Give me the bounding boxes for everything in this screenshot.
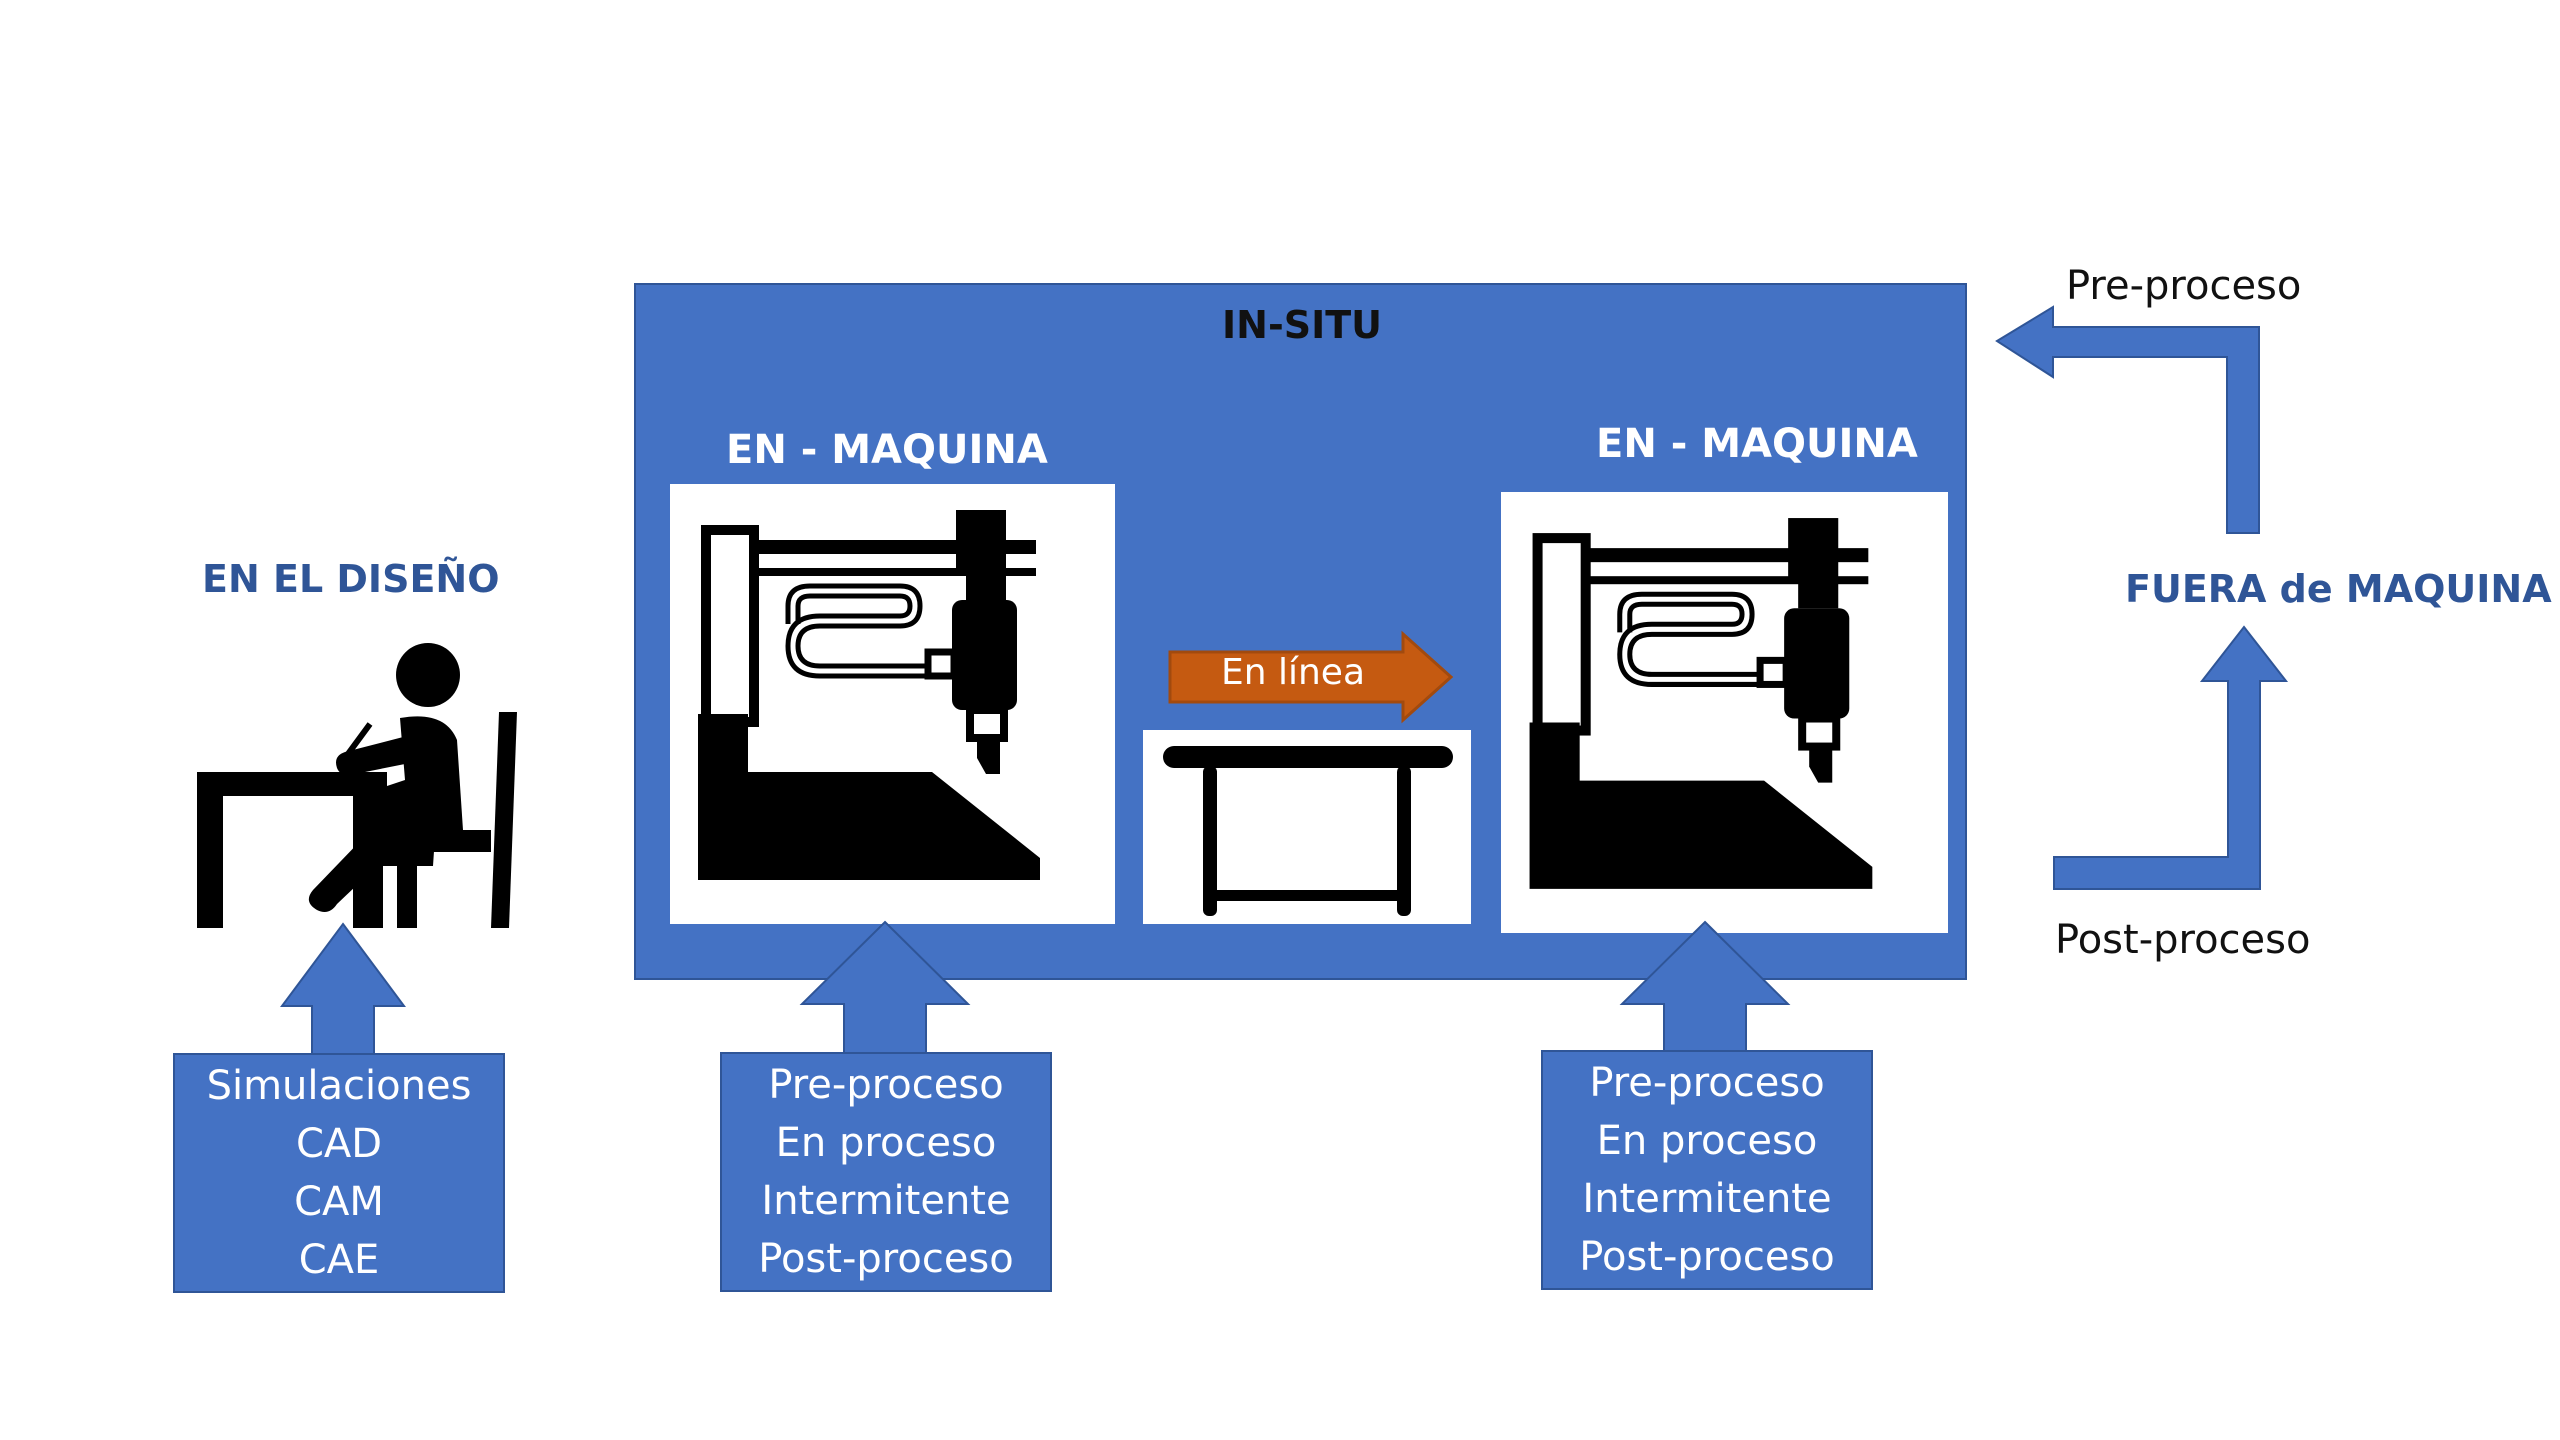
process-item: Post-proceso [1579, 1234, 1835, 1280]
table-icon [1163, 746, 1453, 916]
arrow-up-icon [799, 920, 971, 1054]
person-at-desk-icon [197, 643, 517, 928]
off-machine-post-label: Post-proceso [2055, 917, 2311, 963]
cnc-machine-icon [698, 510, 1040, 880]
process-item: Intermitente [1582, 1176, 1832, 1222]
right-process-box: Pre-proceso En proceso Intermitente Post… [1541, 1050, 1873, 1290]
cnc-machine-icon [1529, 518, 1873, 889]
process-item: En proceso [775, 1120, 997, 1166]
process-item: Intermitente [761, 1178, 1011, 1224]
left-process-box: Pre-proceso En proceso Intermitente Post… [720, 1052, 1052, 1292]
machine-right-title: EN - MAQUINA [1596, 421, 1918, 467]
arrow-up-icon [1619, 920, 1791, 1054]
process-item: Post-proceso [758, 1236, 1014, 1282]
off-machine-pre-label: Pre-proceso [2066, 263, 2302, 309]
machine-left-panel [670, 484, 1115, 924]
process-item: Pre-proceso [1589, 1060, 1825, 1106]
design-box: Simulaciones CAD CAM CAE [173, 1053, 505, 1293]
design-item: CAE [298, 1237, 380, 1283]
design-item: Simulaciones [206, 1063, 472, 1109]
design-title: EN EL DISEÑO [202, 557, 500, 601]
arrow-up-icon [2053, 625, 2289, 890]
insitu-title: IN-SITU [1222, 303, 1382, 347]
inline-label: En línea [1220, 652, 1366, 693]
process-item: En proceso [1596, 1118, 1818, 1164]
machine-left-title: EN - MAQUINA [726, 427, 1048, 473]
machine-right-panel [1501, 492, 1948, 933]
design-item: CAM [294, 1179, 384, 1225]
arrow-right-icon [1168, 630, 1454, 724]
off-machine-title: FUERA de MAQUINA [2125, 567, 2552, 611]
arrow-up-icon [280, 922, 406, 1056]
design-item: CAD [295, 1121, 383, 1167]
table-panel [1143, 730, 1471, 924]
arrow-left-icon [1995, 305, 2260, 534]
process-item: Pre-proceso [768, 1062, 1004, 1108]
